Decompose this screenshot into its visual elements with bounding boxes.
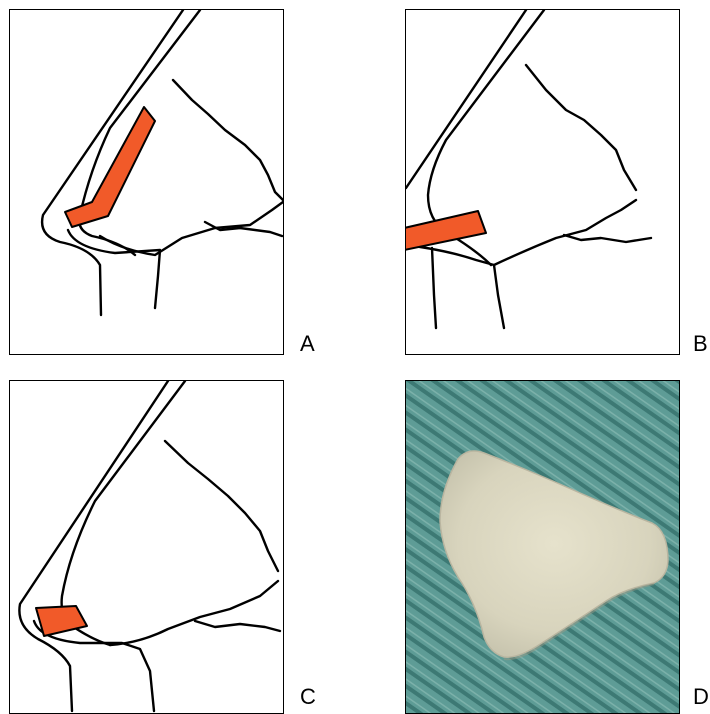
diagram-panel-c [9, 380, 284, 714]
panel-label-b: B [693, 333, 708, 355]
upper-lip-line [100, 202, 283, 255]
nose-profile-drawing-c [10, 381, 283, 713]
nose-profile-drawing-a [10, 10, 283, 354]
orange-implant-a [65, 107, 155, 227]
cheek-contour-line [165, 441, 278, 571]
nostril-alar-line [406, 245, 504, 328]
panel-label-a: A [300, 333, 315, 355]
maxilla-line [205, 222, 282, 236]
implant-photo-panel [405, 380, 680, 714]
lip-line [432, 248, 436, 328]
nasal-dorsum-outer-line [406, 10, 526, 188]
diagram-panel-a [9, 9, 284, 355]
maxilla-line [564, 235, 651, 242]
panel-label-d: D [693, 686, 709, 708]
upper-lip-line [494, 200, 636, 265]
cheek-contour-line [173, 80, 283, 200]
cheek-contour-line [526, 65, 636, 190]
nose-profile-drawing-b [406, 10, 679, 354]
implant-photo [406, 381, 679, 713]
orange-implant-b [406, 211, 486, 250]
diagram-panel-b [405, 9, 680, 355]
maxilla-line [195, 621, 280, 631]
upper-lip-line [110, 581, 278, 645]
panel-label-c: C [300, 686, 316, 708]
